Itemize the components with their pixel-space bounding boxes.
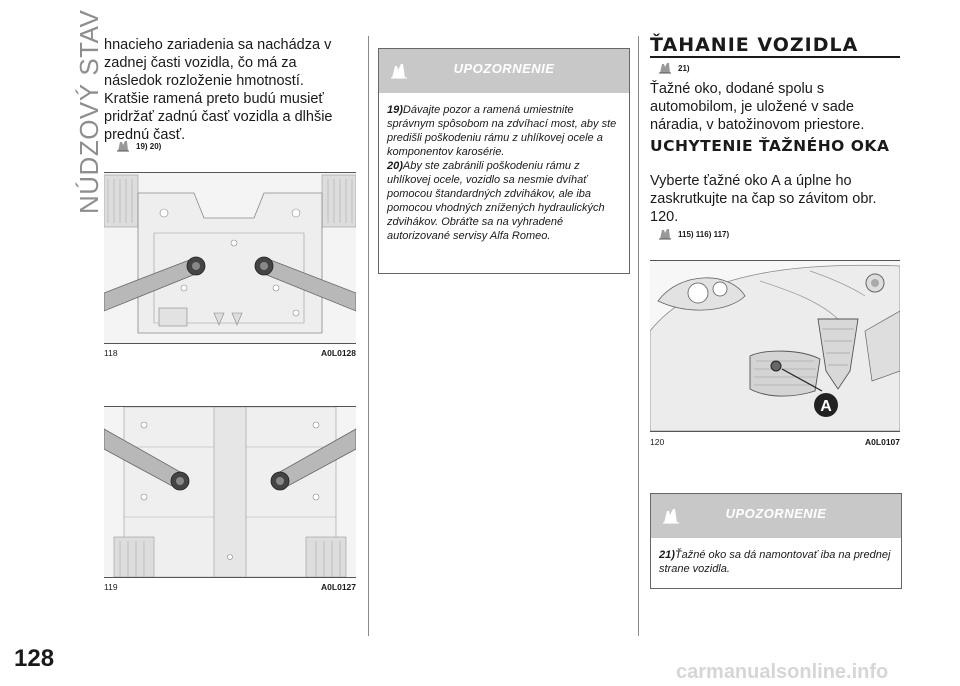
- warning-header: UPOZORNENIE: [379, 49, 629, 93]
- figure-118-lift-arms-rear: [104, 172, 356, 344]
- heading-rule: [650, 56, 900, 58]
- callout-marker: [814, 393, 838, 417]
- figure-120-caption: 120 A0L0107: [650, 437, 900, 447]
- warning-hand-icon: [663, 509, 679, 524]
- subheading-tow-eye: UCHYTENIE ŤAŽNÉHO OKA: [650, 137, 890, 155]
- warning-item: 20)Aby ste zabránili poškodeniu rámu z u…: [387, 160, 605, 242]
- warning-item: 19)Dávajte pozor a ramená umiestnite spr…: [387, 104, 617, 158]
- warning-box-19-20: UPOZORNENIE 19)Dávajte pozor a ramená um…: [378, 48, 630, 274]
- figure-119-caption: 119 A0L0127: [104, 582, 356, 592]
- figure-120-front-bumper: A: [650, 260, 900, 432]
- warning-box-21: UPOZORNENIE 21)Ťažné oko sa dá namontova…: [650, 493, 902, 589]
- car-front-illustration: A: [650, 261, 900, 431]
- warning-hand-icon: [659, 229, 671, 240]
- heading-warning-ref: 21): [658, 61, 690, 75]
- tow-eye-warning-refs: 115) 116) 117): [658, 227, 729, 241]
- warning-item: 21)Ťažné oko sa dá namontovať iba na pre…: [659, 549, 891, 575]
- callout-label: A: [820, 398, 832, 415]
- watermark: carmanualsonline.info: [676, 661, 889, 683]
- underbody-illustration: [104, 173, 356, 343]
- underbody-illustration: [104, 407, 356, 577]
- warning-hand-icon: [117, 141, 129, 152]
- towing-intro: Ťažné oko, dodané spolu s automobilom, j…: [650, 81, 865, 133]
- heading-towing: ŤAHANIE VOZIDLA: [650, 34, 859, 56]
- warning-body: 19)Dávajte pozor a ramená umiestnite spr…: [379, 93, 629, 251]
- column-divider: [368, 36, 369, 636]
- page-number: 128: [14, 645, 55, 672]
- column-divider: [638, 36, 639, 636]
- warning-hand-icon: [659, 63, 671, 74]
- warning-header: UPOZORNENIE: [651, 494, 901, 538]
- tow-eye-instructions: Vyberte ťažné oko A a úplne ho zaskrutku…: [650, 173, 877, 225]
- warning-hand-icon: [391, 64, 407, 79]
- warning-body: 21)Ťažné oko sa dá namontovať iba na pre…: [651, 538, 901, 584]
- col1-paragraph: hnacieho zariadenia sa nachádza v zadnej…: [104, 37, 333, 143]
- col1-warning-refs: 19) 20): [116, 139, 161, 153]
- section-title: NÚDZOVÝ STAV: [74, 9, 104, 214]
- figure-119-lift-arms-front: [104, 406, 356, 578]
- figure-118-caption: 118 A0L0128: [104, 348, 356, 358]
